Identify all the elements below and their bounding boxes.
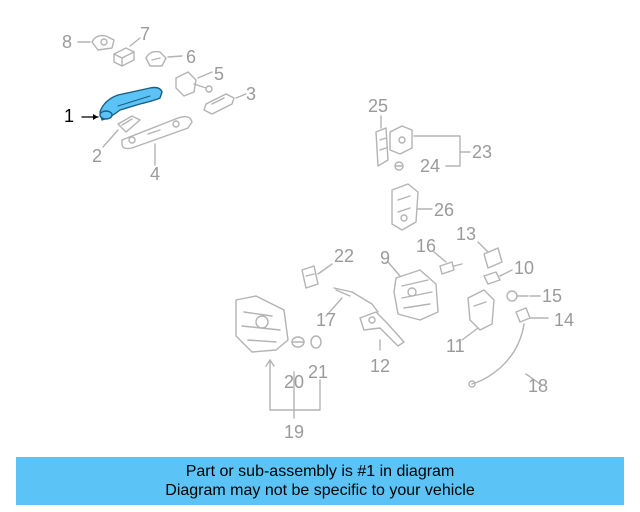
part-18-rod[interactable] [468,323,525,388]
leader-7 [129,37,141,47]
callout-6: 6 [186,47,196,67]
callout-15: 15 [542,286,562,306]
part-16-bolt[interactable] [439,261,463,275]
callout-12: 12 [370,356,390,376]
callout-7: 7 [140,24,150,44]
callout-2: 2 [92,146,102,166]
leader-19 [265,359,321,419]
part-12-lever[interactable] [359,311,405,347]
part-14-clip[interactable] [515,307,531,323]
callout-20: 20 [284,372,304,392]
part-17-rod[interactable] [333,287,379,313]
callout-26: 26 [434,200,454,220]
banner-line-2: Diagram may not be specific to your vehi… [165,482,475,499]
callout-8: 8 [62,32,72,52]
callout-17: 17 [316,310,336,330]
part-24-screw[interactable] [394,161,404,171]
callout-3: 3 [246,84,256,104]
callout-1: 1 [64,106,74,126]
leader-11 [461,327,479,341]
callout-23: 23 [472,142,492,162]
callout-19: 19 [284,422,304,442]
callout-5: 5 [214,64,224,84]
part-20-bushing[interactable] [291,336,305,348]
banner-line-1: Part or sub-assembly is #1 in diagram [185,463,455,480]
part-3-escutcheon[interactable] [203,93,235,115]
leader-17 [325,297,343,317]
part-1-outside-handle[interactable] [99,86,163,121]
callout-21: 21 [308,362,328,382]
parts-diagram: 1 2 3 4 5 6 7 8 9 10 11 12 13 14 15 16 1… [62,24,574,442]
part-11-link-bracket[interactable] [467,289,495,331]
part-26-latch[interactable] [391,183,419,231]
leader-13 [477,241,489,253]
leader-16 [433,251,447,263]
callout-10: 10 [514,258,534,278]
callout-4: 4 [150,164,160,184]
leader-2 [102,129,119,148]
callout-16: 16 [416,236,436,256]
callout-11: 11 [446,336,465,356]
callout-9: 9 [380,248,390,268]
leader-9 [387,261,401,277]
part-21-bushing[interactable] [310,335,322,349]
info-banner: Part or sub-assembly is #1 in diagram Di… [16,457,624,505]
part-9-lock-actuator[interactable] [393,269,439,321]
callout-13: 13 [456,224,476,244]
part-5-lock-cylinder[interactable] [175,71,213,97]
leader-5 [197,71,213,79]
part-6-cap[interactable] [145,50,167,67]
leader-10 [499,269,513,277]
callout-24: 24 [420,156,440,176]
callout-14: 14 [554,310,574,330]
part-2-gasket[interactable] [117,115,141,133]
leader-1-arrow [93,114,98,120]
part-22-trim-clip[interactable] [301,265,319,289]
part-8-clip[interactable] [91,34,115,51]
callout-25: 25 [368,96,388,116]
leader-6 [167,55,183,58]
part-13-plate[interactable] [483,247,503,269]
part-19-regulator-assembly[interactable] [235,295,289,353]
callout-18: 18 [528,376,548,396]
part-23-latch-bracket[interactable] [389,125,413,155]
part-10-bushing[interactable] [483,271,501,285]
callout-22: 22 [334,246,354,266]
leader-22 [317,263,333,275]
part-4-handle-frame[interactable] [121,115,193,150]
part-7-cover[interactable] [113,47,135,67]
part-15-screw[interactable] [506,290,529,302]
leader-23 [413,135,471,167]
part-25-bracket[interactable] [375,127,389,167]
leader-3 [235,93,247,99]
leader-18 [525,373,541,385]
